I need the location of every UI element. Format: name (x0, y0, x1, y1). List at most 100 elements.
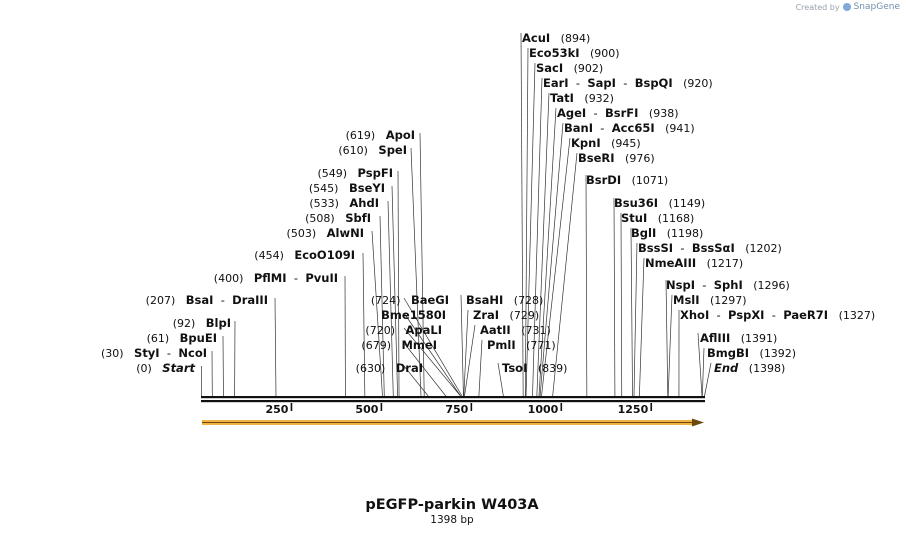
site-leader-lines (201, 32, 712, 397)
leader-baegi (403, 297, 463, 397)
enzyme-name: BseYI (349, 181, 385, 195)
feature-arrow (202, 418, 704, 427)
site-position: (1392) (749, 347, 796, 360)
site-position: (610) (338, 144, 378, 157)
leader-alwni (371, 230, 383, 397)
enzyme-name: MslI (673, 293, 700, 307)
site-position: (1391) (730, 332, 777, 345)
site-label-kpni: KpnI (945) (571, 136, 641, 150)
leader-nspi (665, 279, 669, 397)
site-position: (1071) (621, 174, 668, 187)
site-label-text: (207) BsaI - DraIII (146, 293, 268, 307)
leader-tati (536, 92, 550, 397)
leader-tsoi (497, 362, 504, 397)
site-position: (549) (317, 167, 357, 180)
enzyme-name: AatII (480, 323, 511, 337)
enzyme-name: SacI (536, 61, 563, 75)
site-position: (1198) (656, 227, 703, 240)
leader-saci (525, 62, 536, 397)
site-label-end: End (1398) (714, 361, 785, 375)
site-label-text: (61) BpuEI (147, 331, 217, 345)
site-label-bani: BanI - Acc65I (941) (564, 121, 695, 135)
leader-nmeaiii (639, 257, 645, 397)
name-separator: - (160, 346, 179, 360)
site-label-saci: SacI (902) (536, 61, 603, 75)
enzyme-name: StyI (134, 346, 160, 360)
site-position: (630) (356, 362, 396, 375)
feature-arrow-head (692, 418, 704, 427)
leader-kpni (541, 137, 571, 397)
site-position: (731) (511, 324, 551, 337)
enzyme-name: BsaI (186, 293, 214, 307)
site-position: (900) (580, 47, 620, 60)
site-position: (92) (173, 317, 206, 330)
leader-eari (532, 77, 543, 397)
site-label-bseri: BseRI (976) (578, 151, 655, 165)
backbone-line-bottom (201, 400, 705, 403)
site-label-bsai: (207) BsaI - DraIII (146, 293, 268, 307)
enzyme-name: NspI (666, 278, 695, 292)
site-label-text: AgeI - BsrFI (938) (557, 106, 679, 120)
enzyme-name: ApaLI (406, 323, 443, 337)
leader-pmli (478, 339, 483, 397)
site-position: (976) (615, 152, 655, 165)
site-position: (508) (305, 212, 345, 225)
scale-tick-label: 1250 (618, 403, 649, 416)
leader-bsahi (460, 294, 464, 397)
enzyme-name: XhoI (680, 308, 709, 322)
enzyme-name: Start (162, 361, 195, 375)
site-label-tsoi: TsoI (839) (502, 361, 567, 375)
leader-mmei (403, 342, 447, 397)
site-position: (545) (309, 182, 349, 195)
site-label-text: BanI - Acc65I (941) (564, 121, 695, 135)
leader-aatii (464, 324, 476, 397)
site-label-text: (454) EcoO109I (254, 248, 355, 262)
site-label-text: (0) Start (136, 361, 195, 375)
site-label-bsu36i: Bsu36I (1149) (614, 196, 705, 210)
site-position: (729) (499, 309, 539, 322)
site-position: (771) (516, 339, 556, 352)
site-position: (1398) (738, 362, 785, 375)
site-position: (1149) (658, 197, 705, 210)
site-label-styi: (30) StyI - NcoI (101, 346, 207, 360)
site-label-text: AflIII (1391) (700, 331, 777, 345)
name-separator: - (695, 278, 714, 292)
enzyme-name: TsoI (502, 361, 527, 375)
leader-bseyi (391, 185, 398, 397)
site-position: (503) (287, 227, 327, 240)
leader-zrai (463, 309, 469, 397)
enzyme-name: BaeGI (411, 293, 449, 307)
leader-bseri (552, 152, 578, 397)
site-label-text: TatI (932) (550, 91, 614, 105)
watermark-brand: SnapGene (853, 2, 900, 12)
enzyme-name: BanI (564, 121, 593, 135)
site-label-text: (545) BseYI (309, 181, 385, 195)
name-separator: - (569, 76, 588, 90)
enzyme-name: BsrDI (586, 173, 621, 187)
enzyme-name: PflMI (254, 271, 287, 285)
enzyme-name: AgeI (557, 106, 586, 120)
map-length: 1398 bp (430, 514, 474, 526)
enzyme-name: KpnI (571, 136, 601, 150)
site-label-text: (679) MmeI (361, 338, 437, 352)
enzyme-name: Acc65I (612, 121, 655, 135)
site-label-text: PmlI (771) (487, 338, 556, 352)
site-label-eari: EarI - SapI - BspQI (920) (543, 76, 713, 90)
site-label-text: (92) BlpI (173, 316, 231, 330)
site-label-text: TsoI (839) (502, 361, 567, 375)
enzyme-name: BssSI (638, 241, 673, 255)
enzyme-name: ApoI (386, 128, 415, 142)
site-label-text: StuI (1168) (621, 211, 694, 225)
enzyme-name: BglI (631, 226, 656, 240)
site-position: (0) (136, 362, 162, 375)
enzyme-name: NmeAIII (645, 256, 696, 270)
leader-apali (403, 327, 461, 397)
leader-bsai (274, 297, 277, 397)
name-separator: - (709, 308, 728, 322)
site-label-text: (619) ApoI (346, 128, 415, 142)
enzyme-name: StuI (621, 211, 647, 225)
site-label-text: (610) SpeI (338, 143, 407, 157)
site-label-bme1580i: Bme1580I (381, 308, 446, 322)
scale-tick-label: 750 (445, 403, 468, 416)
